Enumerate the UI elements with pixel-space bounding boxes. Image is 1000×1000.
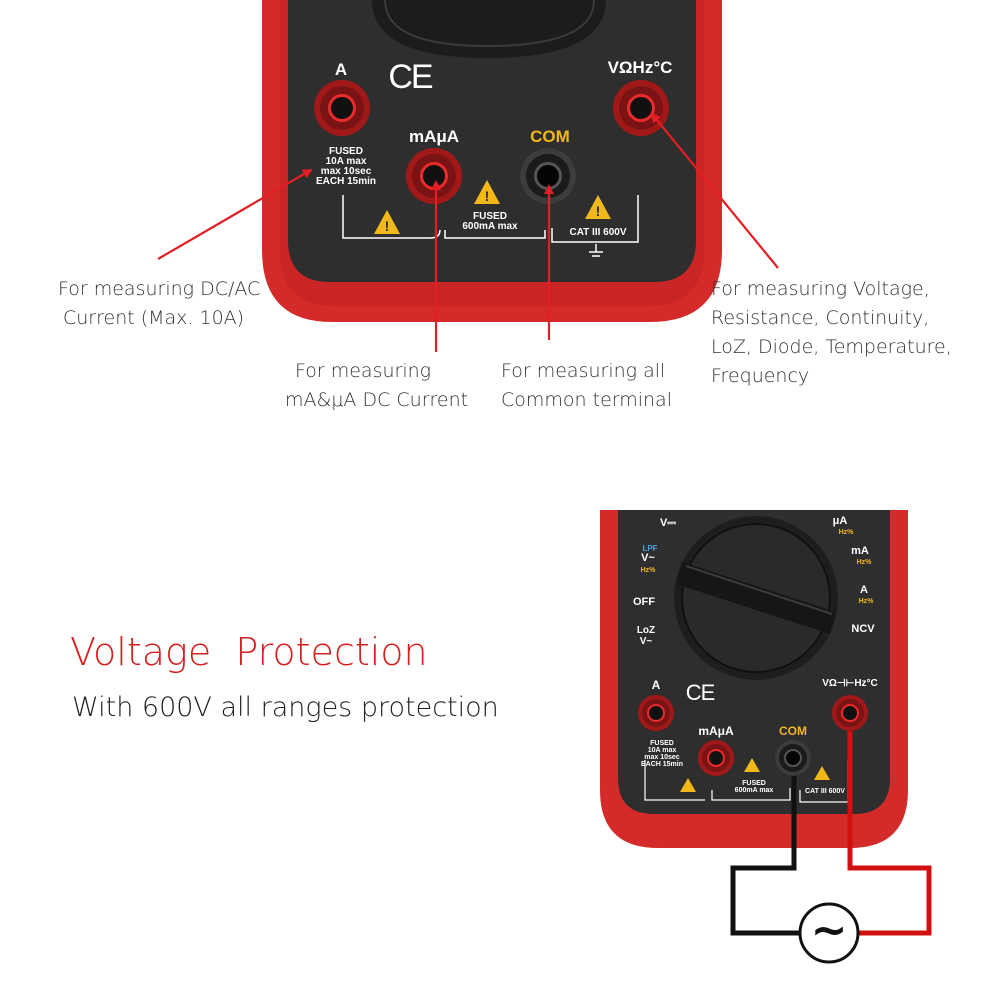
cat-rating-label: CAT III 600V xyxy=(569,227,627,238)
dial-loz: LoZ xyxy=(636,625,656,636)
caption-voltage-line-2: Resistance, Continuity, xyxy=(711,307,930,329)
black-wire xyxy=(730,762,800,936)
bottom-mauA-label: mAμA xyxy=(698,724,734,738)
bottom-fused-a-text: FUSED 10A max max 10sec EACH 15min xyxy=(636,740,688,768)
a-jack xyxy=(314,80,370,136)
top-meter: ! ! ! A CE VΩHz°C mAμA COM FUSED 10A max… xyxy=(0,0,1000,330)
bottom-fused-a-line-2: 10A max xyxy=(647,747,677,754)
dial-ncv: NCV xyxy=(851,623,875,635)
bottom-fused-a-line-1: FUSED xyxy=(650,740,674,747)
caption-voltage-line-3: LoZ, Diode, Temperature, xyxy=(711,336,952,358)
caption-dc-ac-line-2: Current (Max. 10A) xyxy=(63,307,245,329)
dial-off: OFF xyxy=(633,596,655,608)
bottom-cat-rating-label: CAT III 600V xyxy=(805,788,845,795)
ac-source-circle xyxy=(798,902,860,964)
caption-dc-ac-line-1: For measuring DC/AC xyxy=(58,278,261,300)
fused-ma-text: FUSED 600mA max xyxy=(450,212,530,232)
bottom-com-label: COM xyxy=(779,724,807,738)
voltage-jack-label: VΩHz°C xyxy=(607,58,673,77)
svg-text:!: ! xyxy=(485,188,490,204)
bottom-fused-ma-text: FUSED 600mA max xyxy=(726,780,782,794)
caption-com-line-2: Common terminal xyxy=(501,389,672,411)
bottom-mauA-jack xyxy=(698,740,734,776)
dial-lpf: LPF xyxy=(642,544,658,553)
fused-a-line-1: FUSED xyxy=(329,146,363,157)
mauA-jack xyxy=(406,148,462,204)
fused-a-line-4: EACH 15min xyxy=(315,176,376,187)
bottom-com-jack xyxy=(775,740,811,776)
dial-hz-3: Hz% xyxy=(858,598,874,605)
fused-a-line-3: max 10sec xyxy=(320,166,372,177)
bottom-fused-a-line-4: EACH 15min xyxy=(640,761,683,768)
com-jack xyxy=(520,148,576,204)
dial-ma: mA xyxy=(851,545,869,557)
callout-arrows xyxy=(157,112,779,352)
ac-source-symbol: ~ xyxy=(810,905,848,956)
bottom-voltage-label: VΩ⊣⊢Hz°C xyxy=(822,678,878,689)
dial-loz-v: V~ xyxy=(639,636,653,647)
dial-vdc: V⎓ xyxy=(659,517,677,529)
dial-ua: μA xyxy=(832,515,848,527)
caption-mauA-line-2: mA&μA DC Current xyxy=(285,389,469,411)
arrow-dc-ac xyxy=(157,168,313,260)
dial-hz-1: Hz% xyxy=(838,529,854,536)
dial-a: A xyxy=(860,584,868,596)
bottom-a-label: A xyxy=(651,678,661,692)
svg-text:!: ! xyxy=(596,203,601,219)
fused-a-line-2: 10A max xyxy=(325,156,367,167)
caption-mauA-line-1: For measuring xyxy=(295,360,432,382)
fused-a-text: FUSED 10A max max 10sec EACH 15min xyxy=(308,147,384,187)
bottom-ce-mark: CE xyxy=(685,680,716,705)
red-wire xyxy=(847,716,932,936)
dial-hz-left: Hz% xyxy=(640,567,656,574)
bottom-fused-ma-line-1: FUSED xyxy=(742,780,766,787)
caption-com: For measuring all Common terminal xyxy=(501,357,701,415)
fused-ma-line-1: FUSED xyxy=(473,211,507,222)
caption-voltage-line-4: Frequency xyxy=(711,365,810,387)
protection-title: Voltage Protection xyxy=(70,630,428,674)
com-jack-label: COM xyxy=(530,127,570,146)
bottom-fused-a-line-3: max 10sec xyxy=(644,754,680,761)
caption-voltage: For measuring Voltage, Resistance, Conti… xyxy=(711,275,981,391)
bottom-a-jack xyxy=(638,695,674,731)
mauA-jack-label: mAμA xyxy=(408,127,460,146)
arrow-voltage xyxy=(650,112,779,269)
bottom-voltage-jack xyxy=(832,695,868,731)
a-jack-label: A xyxy=(334,60,348,79)
dial-vac: V~ xyxy=(641,552,655,564)
svg-text:!: ! xyxy=(385,218,390,234)
voltage-jack xyxy=(613,80,669,136)
caption-voltage-line-1: For measuring Voltage, xyxy=(711,278,930,300)
ce-mark: CE xyxy=(388,58,433,96)
bottom-fused-ma-line-2: 600mA max xyxy=(734,787,774,794)
caption-mauA: For measuring mA&μA DC Current xyxy=(285,357,490,415)
dial-hz-2: Hz% xyxy=(856,559,872,566)
caption-dc-ac: For measuring DC/AC Current (Max. 10A) xyxy=(58,275,288,333)
caption-com-line-1: For measuring all xyxy=(501,360,666,382)
top-meter-body: ! ! ! xyxy=(262,0,722,322)
fused-ma-line-2: 600mA max xyxy=(462,221,518,232)
protection-subtitle: With 600V all ranges protection xyxy=(72,692,499,723)
